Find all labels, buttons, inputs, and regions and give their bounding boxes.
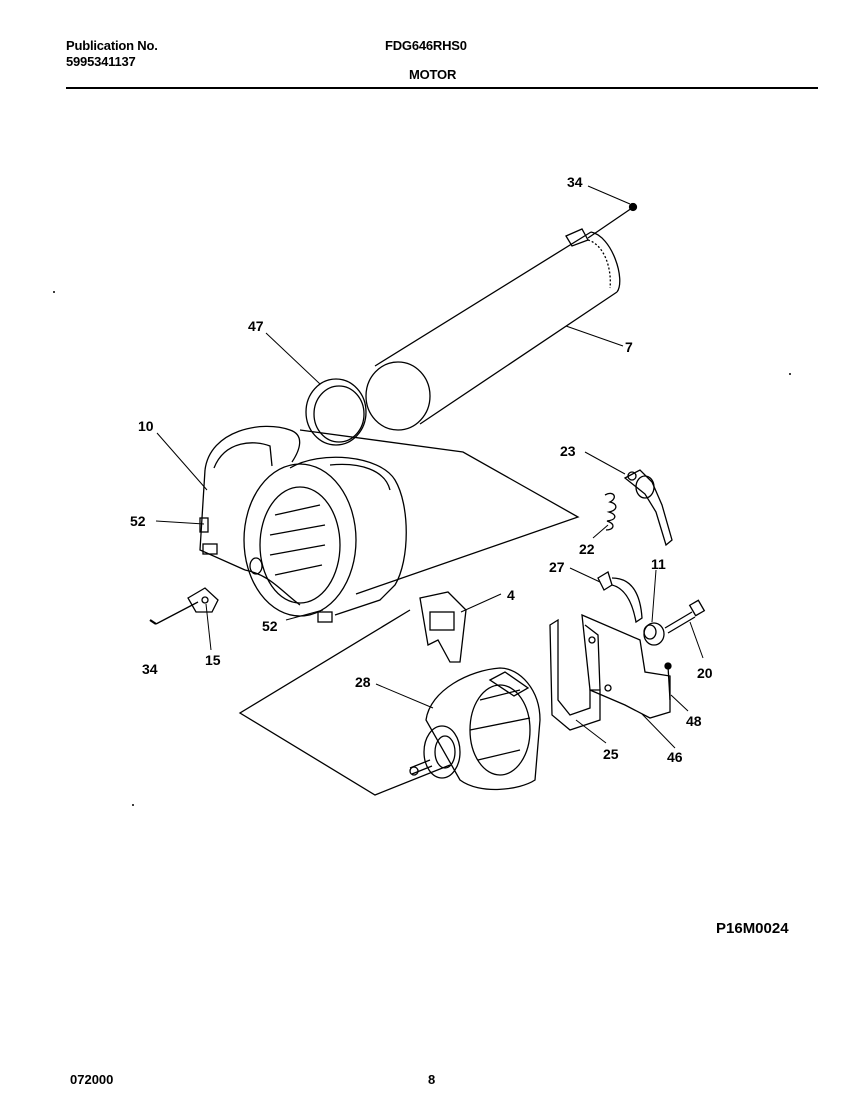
motor-assembly [409, 667, 541, 791]
callout-blower-tube: 7 [625, 339, 633, 355]
seal-ring [305, 378, 367, 446]
base-plate-outline [238, 429, 580, 796]
idler-pulley [643, 622, 665, 646]
callout-spacer: 4 [507, 587, 515, 603]
screw-left [149, 601, 199, 625]
blower-housing [199, 425, 407, 623]
callout-labels: 34 7 47 10 52 52 34 15 23 22 27 11 4 28 … [130, 174, 713, 765]
model-number: FDG646RHS0 [385, 38, 467, 53]
scan-specks [53, 291, 791, 806]
callout-idler-bracket: 23 [560, 443, 576, 459]
blower-tube [365, 228, 621, 431]
callout-bolt: 20 [697, 665, 713, 681]
leader-lines [155, 185, 704, 749]
callout-screw-left: 34 [142, 661, 158, 677]
callout-ring: 47 [248, 318, 264, 334]
callout-screw-right: 48 [686, 713, 702, 729]
switch-part [187, 587, 219, 613]
callout-motor: 28 [355, 674, 371, 690]
header-divider [66, 87, 818, 89]
callout-idler-pulley: 11 [651, 556, 666, 572]
publication-number: 5995341137 [66, 54, 136, 69]
callout-clip-lower: 52 [262, 618, 278, 634]
callout-switch: 15 [205, 652, 221, 668]
callout-pulley-arm: 27 [549, 559, 565, 575]
spring-part [604, 492, 617, 531]
clamp-part [581, 613, 671, 719]
date-code: 072000 [70, 1072, 114, 1087]
publication-label: Publication No. [66, 38, 158, 53]
callout-clip-upper: 52 [130, 513, 146, 529]
section-title: MOTOR [409, 67, 457, 82]
callout-clamp: 46 [667, 749, 683, 765]
idler-bracket [623, 469, 673, 547]
screw-right [664, 662, 672, 701]
spacer-part [419, 591, 467, 663]
callout-spring: 22 [579, 541, 595, 557]
page-number: 8 [428, 1072, 436, 1087]
screw-top [587, 202, 638, 239]
pulley-arm [597, 571, 643, 624]
callout-mount-bracket: 25 [603, 746, 619, 762]
drawing-code: P16M0024 [716, 920, 789, 937]
callout-blower-housing: 10 [138, 418, 154, 434]
bolt-part [664, 599, 706, 634]
callout-screw-top: 34 [567, 174, 583, 190]
